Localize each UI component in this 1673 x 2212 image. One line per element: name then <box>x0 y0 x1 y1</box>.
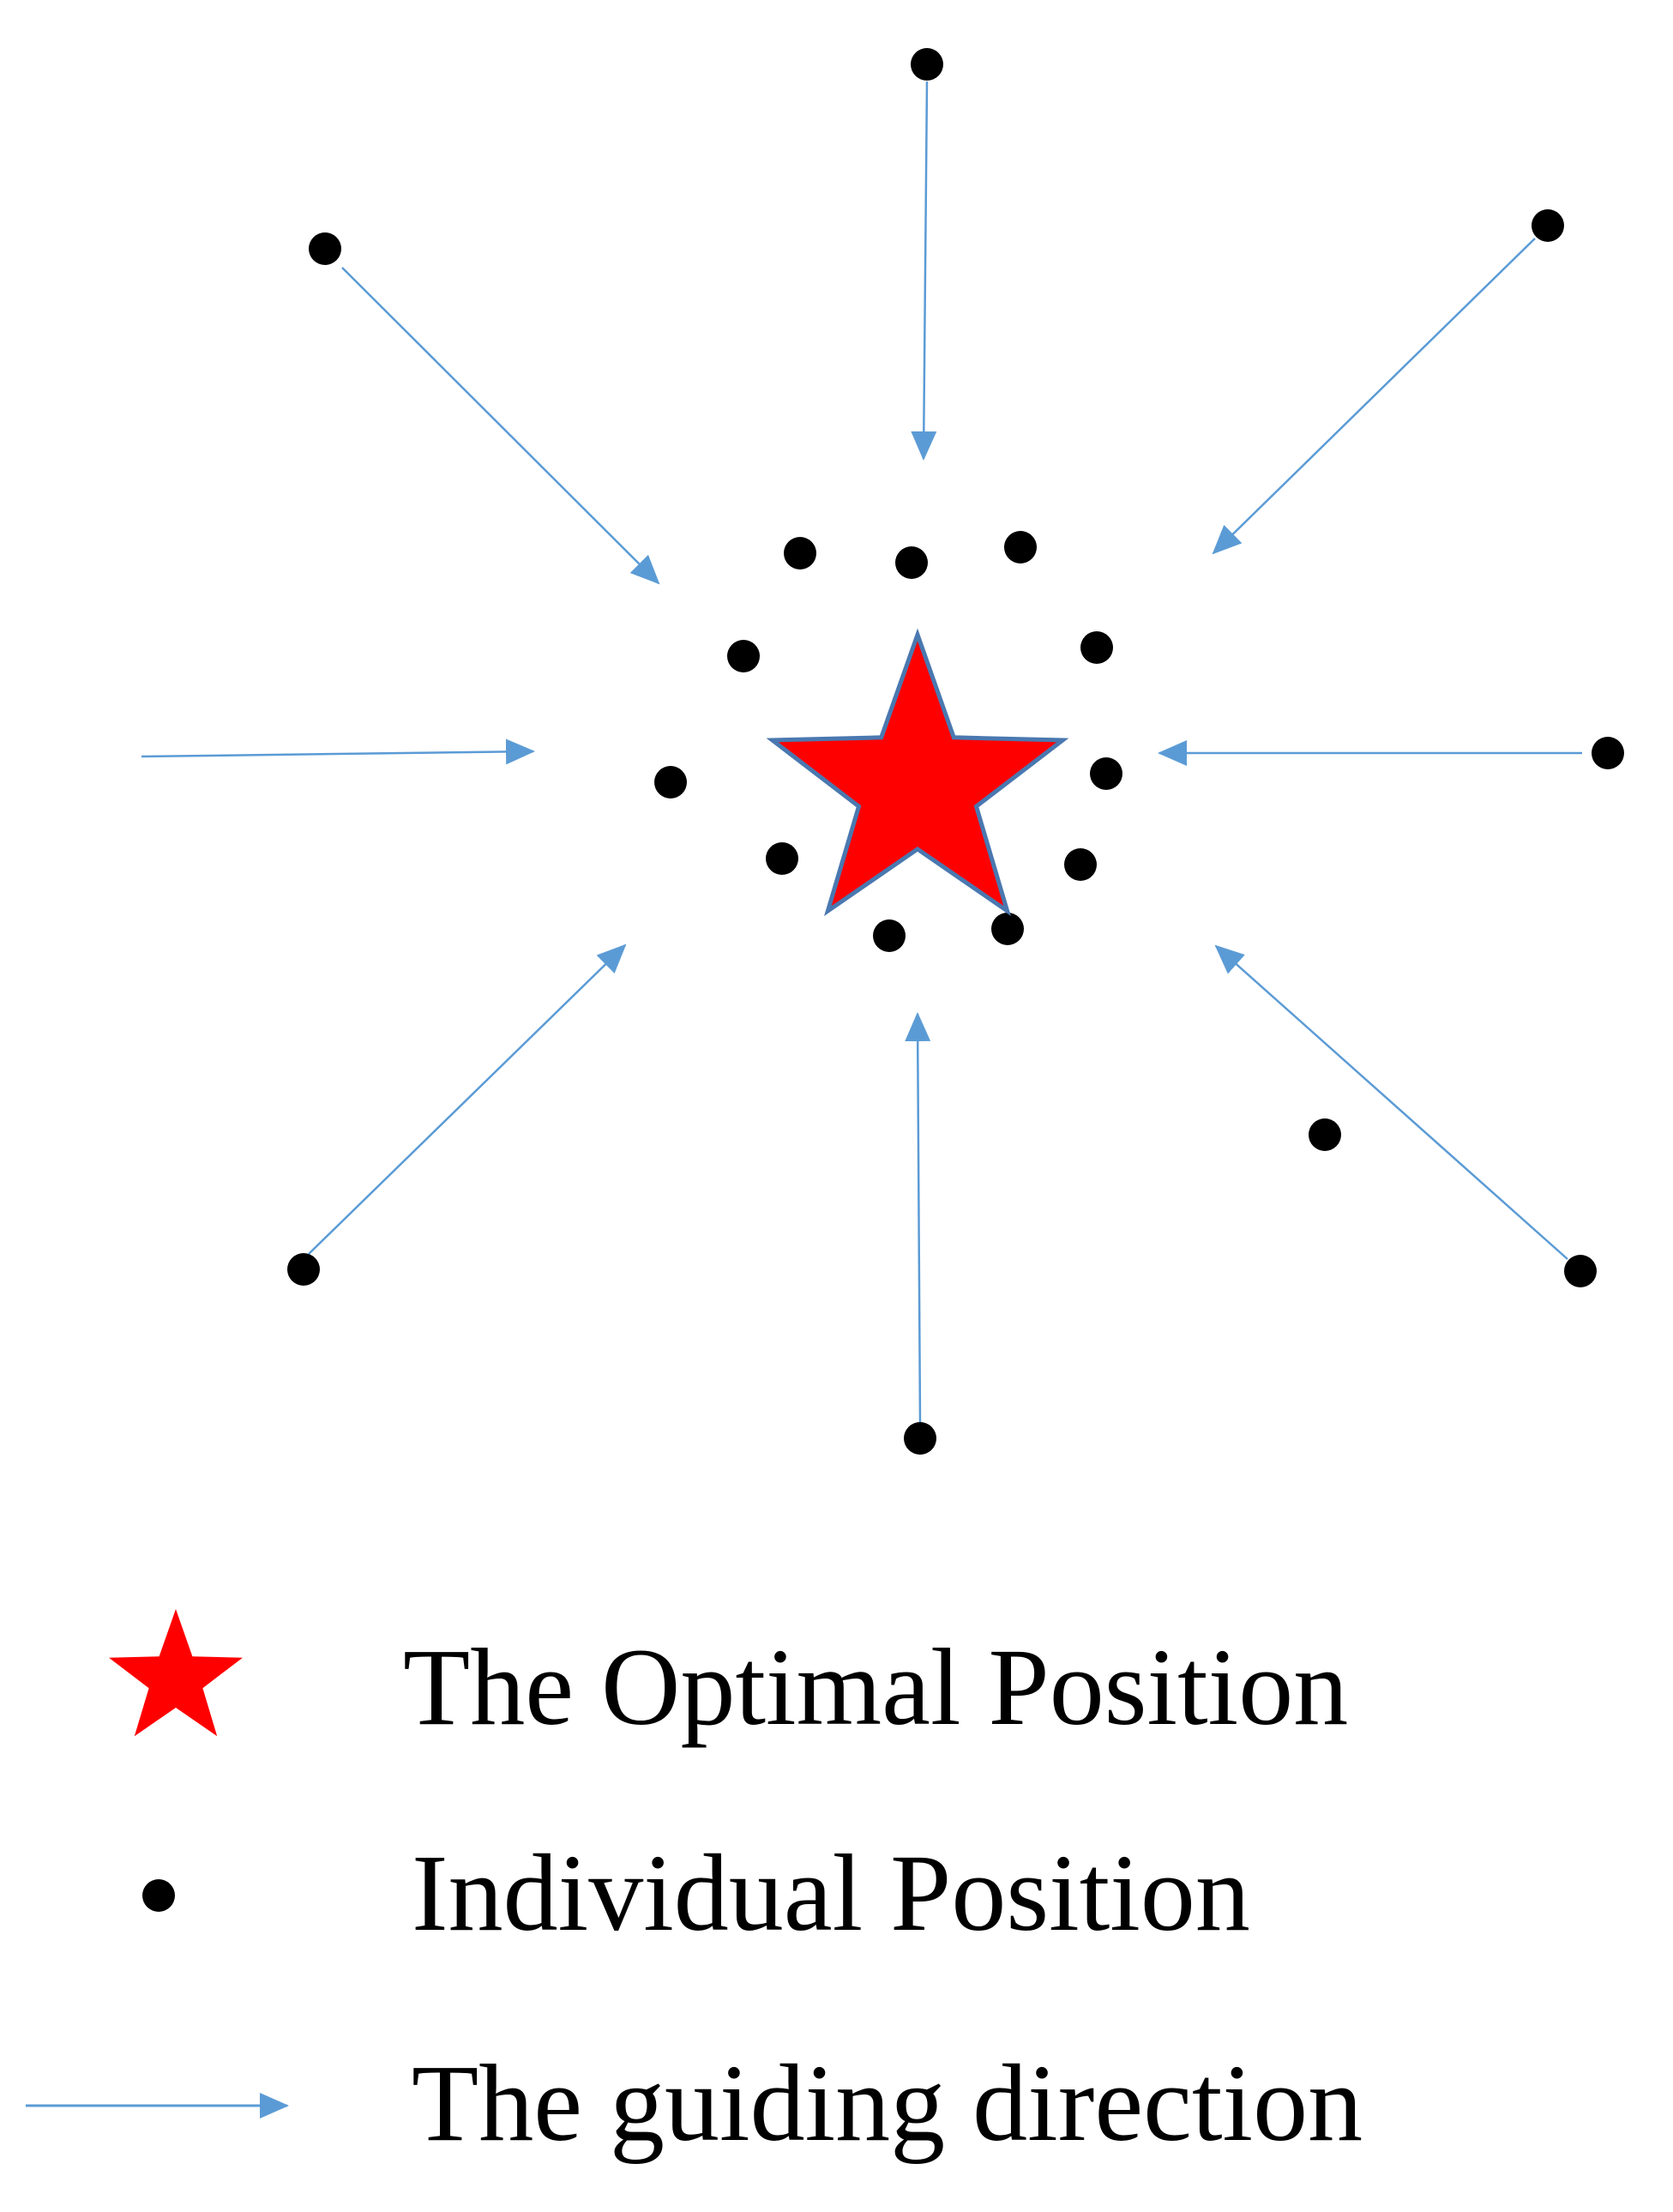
individual-position-dot <box>287 1253 320 1286</box>
guiding-direction-arrow <box>1212 238 1536 555</box>
guiding-arrows <box>141 81 1582 1425</box>
individual-position-dot <box>873 919 906 952</box>
individual-position-dot <box>911 48 943 81</box>
legend-direction-label: The guiding direction <box>412 2042 1363 2164</box>
individual-position-dot <box>904 1422 936 1455</box>
individual-position-dot <box>727 640 760 672</box>
individual-position-dot <box>1532 209 1564 242</box>
guiding-direction-arrow <box>911 81 937 461</box>
individual-position-dot <box>1592 737 1624 769</box>
individual-position-dot <box>1080 631 1113 664</box>
legend-individual-label: Individual Position <box>412 1832 1250 1954</box>
guiding-direction-arrow <box>1214 944 1568 1260</box>
individual-position-dot <box>895 546 928 579</box>
guiding-direction-arrow <box>905 1012 931 1425</box>
legend-dot-icon <box>142 1879 175 1912</box>
individual-position-dot <box>766 842 798 875</box>
legend: The Optimal Position Individual Position… <box>26 1609 1363 2164</box>
individual-position-dot <box>784 537 816 570</box>
guiding-direction-arrow <box>341 267 660 585</box>
legend-star-icon <box>109 1609 243 1737</box>
individual-position-dot <box>309 232 341 265</box>
individual-position-dot <box>1090 757 1122 790</box>
individual-position-dot <box>654 766 687 799</box>
individual-position-dot <box>991 913 1024 945</box>
individual-position-dot <box>1004 531 1037 564</box>
individual-positions <box>287 48 1624 1455</box>
optimal-position-star <box>766 628 1069 917</box>
individual-position-dot <box>1309 1118 1341 1151</box>
legend-optimal-label: The Optimal Position <box>403 1626 1348 1748</box>
individual-position-dot <box>1064 848 1097 881</box>
guiding-direction-arrow <box>141 738 535 765</box>
individual-position-dot <box>1564 1255 1597 1287</box>
guiding-direction-arrow <box>308 943 627 1255</box>
